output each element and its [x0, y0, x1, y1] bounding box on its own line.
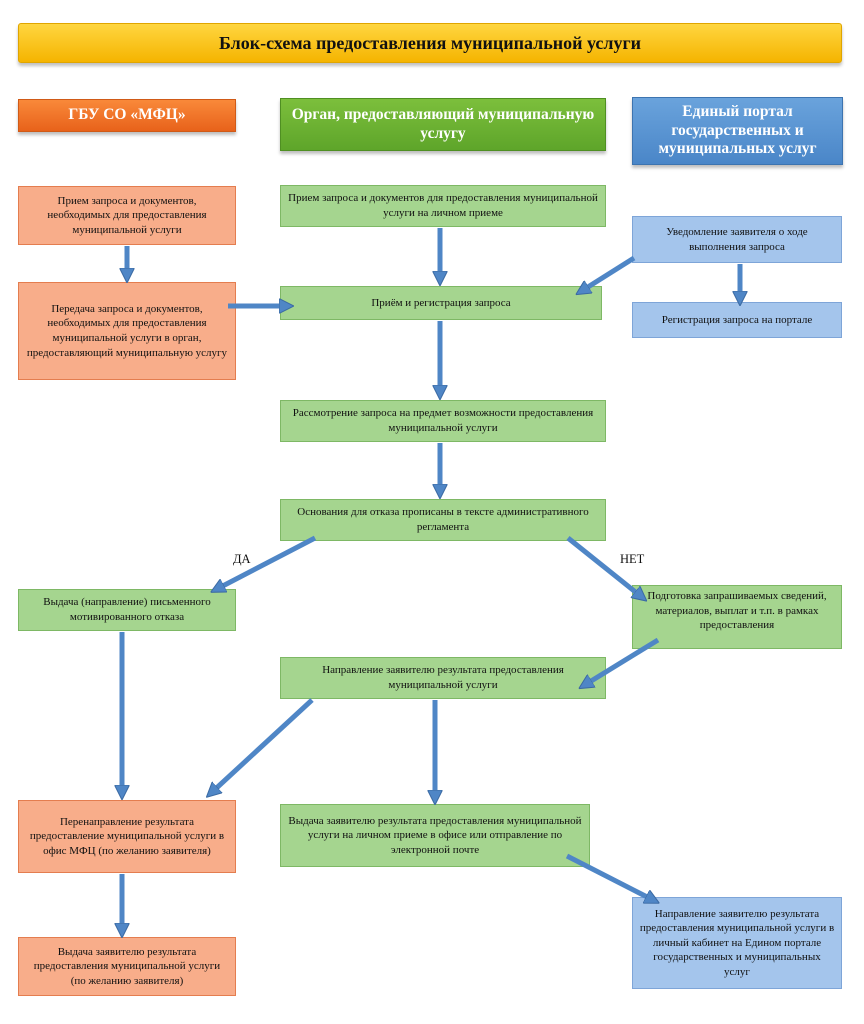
lane-header-organ: Орган, предоставляющий муниципальную усл…: [280, 98, 606, 151]
arrow-grounds-to-refusal: [215, 535, 317, 590]
node-mfc-redirect: Перенаправление результата предоставлени…: [18, 800, 236, 873]
lane-header-mfc: ГБУ СО «МФЦ»: [18, 99, 236, 132]
arrow-organ-issue-to-portal-send: [565, 853, 655, 901]
node-mfc-receive: Прием запроса и документов, необходимых …: [18, 186, 236, 245]
arrow-preparation-to-send-result: [583, 637, 660, 686]
arrow-portal-notify-to-register: [580, 255, 636, 292]
node-refusal: Выдача (направление) письменного мотивир…: [18, 589, 236, 631]
node-organ-receive: Прием запроса и документов для предостав…: [280, 185, 606, 227]
node-portal-notify: Уведомление заявителя о ходе выполнения …: [632, 216, 842, 263]
node-mfc-transfer: Передача запроса и документов, необходим…: [18, 282, 236, 380]
arrow-send-result-to-mfc-redirect: [210, 698, 314, 794]
label-yes: ДА: [233, 552, 251, 566]
node-organ-grounds: Основания для отказа прописаны в тексте …: [280, 499, 606, 541]
node-organ-register: Приём и регистрация запроса: [280, 286, 602, 320]
node-portal-send: Направление заявителю результата предост…: [632, 897, 842, 989]
node-mfc-issue: Выдача заявителю результата предоставлен…: [18, 937, 236, 996]
node-send-result: Направление заявителю результата предост…: [280, 657, 606, 699]
diagram-title: Блок-схема предоставления муниципальной …: [18, 23, 842, 63]
lane-header-portal: Единый портал государственных и муниципа…: [632, 97, 843, 165]
node-preparation: Подготовка запрашиваемых сведений, матер…: [632, 585, 842, 649]
node-portal-register: Регистрация запроса на портале: [632, 302, 842, 338]
arrow-grounds-to-preparation: [566, 536, 643, 598]
label-no: НЕТ: [620, 552, 645, 566]
node-organ-review: Рассмотрение запроса на предмет возможно…: [280, 400, 606, 442]
